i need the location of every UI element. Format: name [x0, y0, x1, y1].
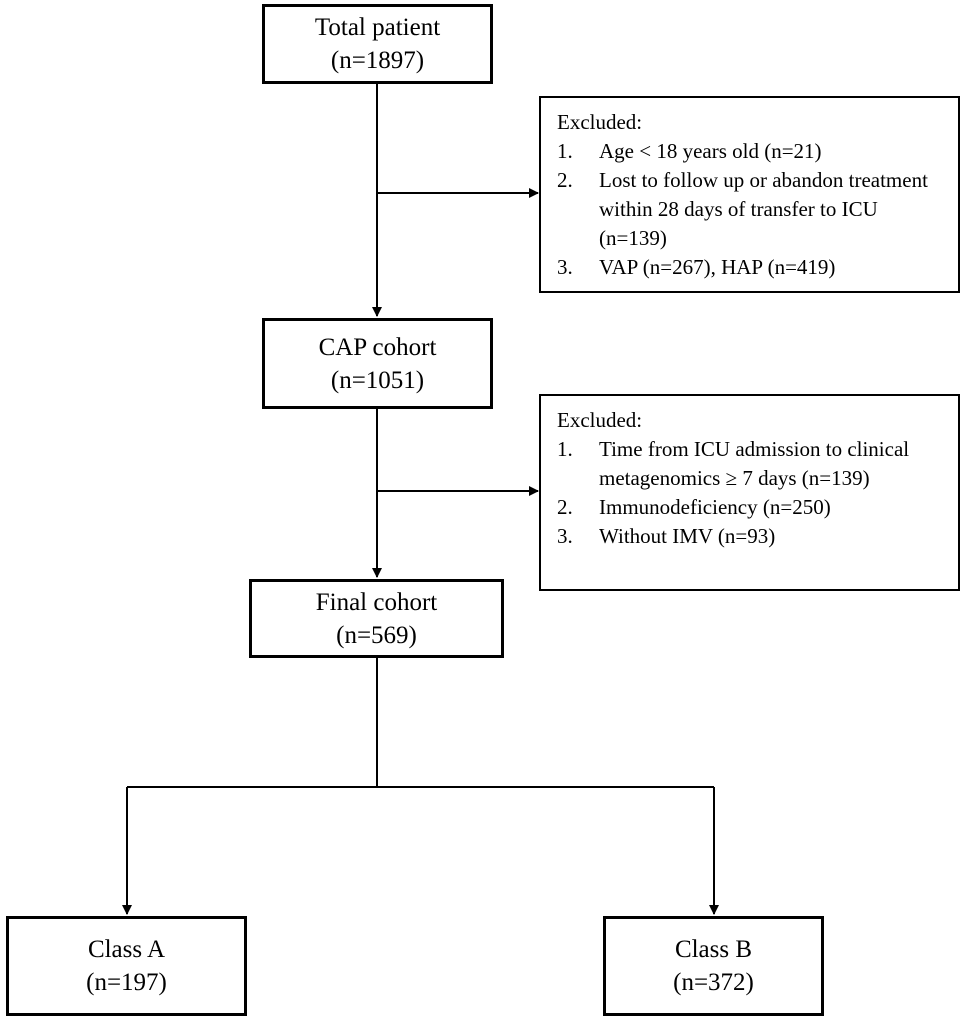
- exclusion-2-heading: Excluded:: [557, 408, 643, 432]
- exclusion-2-item-text: Time from ICU admission to clinical meta…: [599, 437, 910, 490]
- class-b-title: Class B: [674, 936, 753, 963]
- exclusion-2-item-number: 1.: [557, 437, 573, 461]
- exclusion-2-item: 1. Time from ICU admission to clinical me…: [557, 435, 946, 493]
- exclusion-1-item-number: 2.: [557, 168, 573, 192]
- class-a-box: Class A (n=197): [6, 916, 247, 1016]
- exclusion-1-item-number: 3.: [557, 255, 573, 279]
- exclusion-1-heading: Excluded:: [557, 110, 643, 134]
- class-b-count: (n=372): [673, 969, 754, 996]
- final-cohort-count: (n=569): [336, 621, 417, 649]
- exclusion-2-item: 3. Without IMV (n=93): [557, 522, 946, 551]
- total-patient-title: Total patient: [314, 14, 441, 41]
- class-a-title: Class A: [87, 936, 166, 963]
- exclusion-1-item-text: VAP (n=267), HAP (n=419): [599, 255, 836, 279]
- exclusion-2-item-text: Immunodeficiency (n=250): [599, 495, 831, 519]
- total-patient-count: (n=1897): [330, 47, 425, 74]
- exclusion-1-item-text: Lost to follow up or abandon treatment w…: [599, 168, 928, 250]
- class-a-count: (n=197): [86, 969, 167, 996]
- exclusion-1-item-text: Age < 18 years old (n=21): [599, 139, 822, 163]
- final-cohort-box: Final cohort (n=569): [249, 579, 504, 658]
- exclusion-2-item-number: 3.: [557, 524, 573, 548]
- cap-cohort-box: CAP cohort (n=1051): [262, 318, 493, 409]
- class-b-box: Class B (n=372): [603, 916, 824, 1016]
- exclusion-2-item-number: 2.: [557, 495, 573, 519]
- final-cohort-title: Final cohort: [315, 588, 438, 616]
- total-patient-box: Total patient (n=1897): [262, 4, 493, 84]
- exclusion-1-item: 3. VAP (n=267), HAP (n=419): [557, 253, 946, 282]
- exclusion-box-1: Excluded: 1. Age < 18 years old (n=21) 2.…: [539, 96, 960, 293]
- exclusion-1-item-number: 1.: [557, 139, 573, 163]
- exclusion-2-list: 1. Time from ICU admission to clinical me…: [557, 435, 946, 551]
- exclusion-1-item: 2. Lost to follow up or abandon treatment…: [557, 166, 946, 253]
- exclusion-1-item: 1. Age < 18 years old (n=21): [557, 137, 946, 166]
- exclusion-2-item: 2. Immunodeficiency (n=250): [557, 493, 946, 522]
- exclusion-1-list: 1. Age < 18 years old (n=21) 2. Lost to fo…: [557, 137, 946, 282]
- cap-cohort-count: (n=1051): [330, 366, 425, 394]
- exclusion-box-2: Excluded: 1. Time from ICU admission to c…: [539, 394, 960, 591]
- cap-cohort-title: CAP cohort: [318, 333, 437, 361]
- exclusion-2-item-text: Without IMV (n=93): [599, 524, 776, 548]
